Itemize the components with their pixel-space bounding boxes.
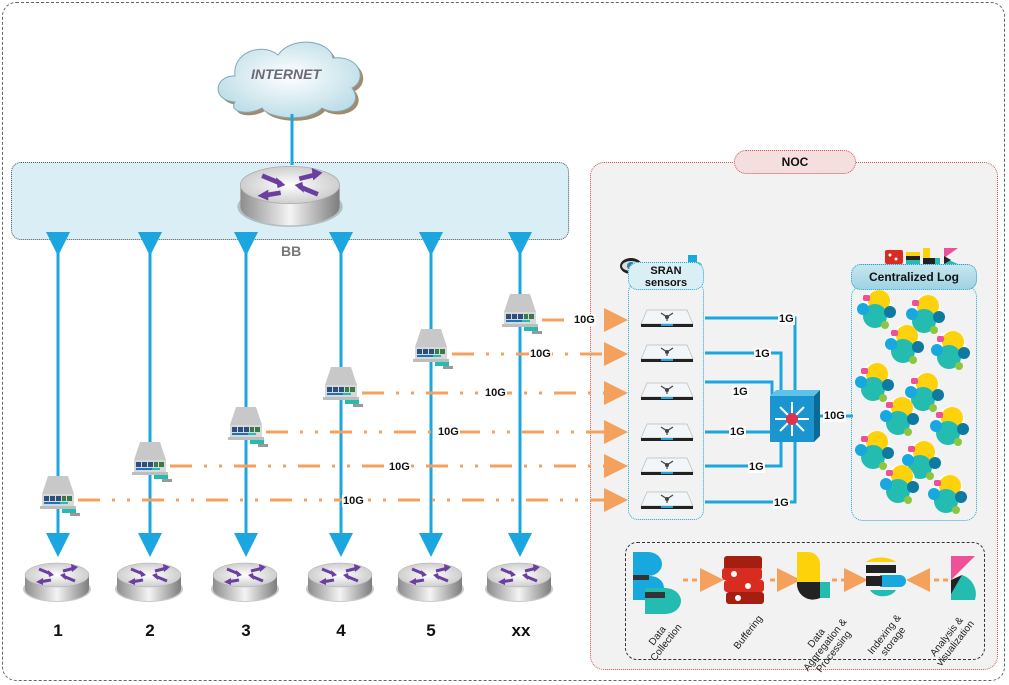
switch-uplink-speed: 10G: [823, 410, 846, 422]
kibana-logo-icon: [944, 248, 958, 264]
router-label: xx: [511, 621, 531, 640]
link-speed-label: 10G: [529, 348, 552, 360]
sensor-link-speed: 1G: [754, 348, 771, 360]
sensor-link-speed: 1G: [732, 386, 749, 398]
router-icon: [483, 561, 555, 604]
sran-sensor-icon: [640, 491, 694, 510]
logstash-icon: [796, 552, 830, 600]
link-speed-label: 10G: [484, 387, 507, 399]
elasticsearch-node-icons: [855, 290, 970, 514]
noc-title: NOC: [734, 150, 856, 174]
redis-icon: [722, 556, 764, 604]
sran-title-line1: SRAN: [650, 265, 682, 277]
tap-device-icon: [40, 476, 80, 516]
link-speed-label: 10G: [437, 426, 460, 438]
router-icon: [304, 561, 376, 604]
beats-icon: [633, 552, 681, 614]
sensor-link-speed: 1G: [773, 497, 790, 509]
tap-device-icon: [228, 407, 268, 447]
tap-device-icon: [132, 442, 172, 482]
link-speed-label: 10G: [342, 495, 365, 507]
tap-device-icon: [502, 294, 542, 334]
tap-device-icon: [323, 367, 363, 407]
router-icon: [21, 561, 93, 604]
router-label: 3: [241, 621, 251, 640]
logstash-logo-icon: [923, 248, 940, 264]
router-icon: [394, 561, 466, 604]
sran-title-line2: sensors: [644, 277, 688, 289]
router-label: 5: [426, 621, 436, 640]
link-speed-label: 10G: [573, 314, 596, 326]
router-icon: [113, 561, 185, 604]
elasticsearch-logo-icon: [906, 252, 920, 264]
sensor-link-speed: 1G: [778, 313, 795, 325]
internet-label: INTERNET: [251, 66, 321, 82]
centralized-log-title: Centralized Log: [851, 264, 977, 290]
router-label: 1: [53, 621, 63, 640]
tap-device-icon: [413, 329, 453, 369]
sensor-link-speed: 1G: [729, 426, 746, 438]
sran-sensor-icon: [640, 382, 694, 401]
backbone-router-icon: [237, 166, 342, 226]
sran-sensor-icon: [640, 457, 694, 476]
core-switch-icon: [770, 390, 820, 442]
kibana-icon: [951, 556, 976, 600]
router-label: 2: [145, 621, 155, 640]
sran-sensors-title: SRAN sensors: [628, 262, 704, 290]
sran-sensor-icon: [640, 309, 694, 328]
backbone-label: BB: [281, 243, 302, 259]
router-icon: [209, 561, 281, 604]
sensor-link-speed: 1G: [748, 461, 765, 473]
router-label: 4: [336, 621, 346, 640]
link-speed-label: 10G: [388, 461, 411, 473]
redis-logo-icon: [885, 250, 903, 264]
sran-sensor-icon: [640, 423, 694, 442]
sran-sensor-icon: [640, 344, 694, 363]
elk-pipeline: [625, 542, 985, 660]
internet-cloud-icon: [217, 41, 364, 121]
elasticsearch-icon: [866, 557, 906, 597]
